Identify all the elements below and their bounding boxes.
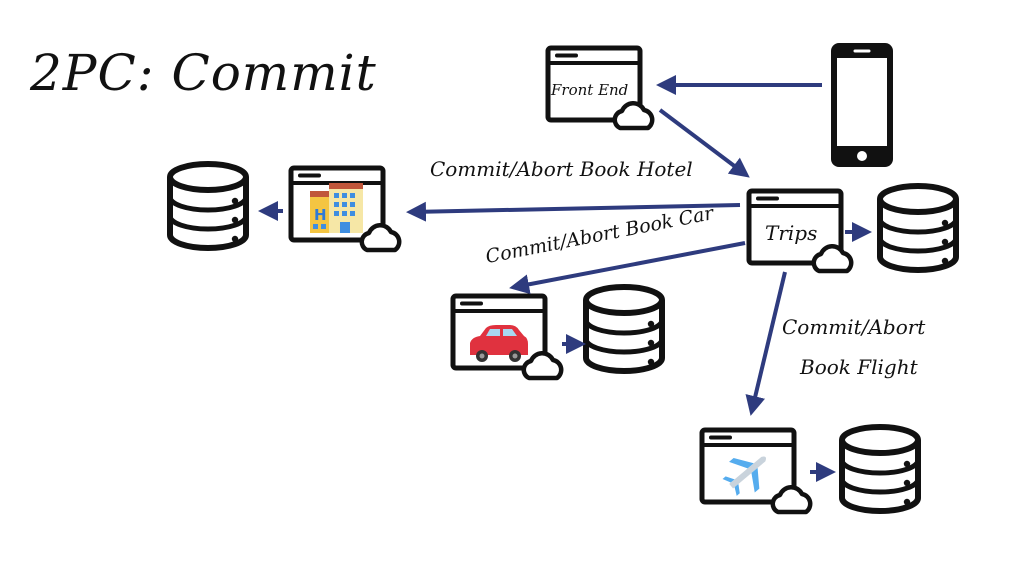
flight-edge-label-line1: Commit/Abort — [782, 315, 926, 339]
flight-database-icon — [842, 427, 918, 511]
trips-to-car-arrow — [509, 241, 746, 295]
trips-label: Trips — [765, 221, 817, 245]
hotel-edge-label: Commit/Abort Book Hotel — [430, 157, 693, 181]
trips-to-flight-arrow — [745, 271, 787, 416]
frontend-to-trips-arrow — [658, 108, 750, 178]
car-database-icon — [586, 287, 662, 371]
flight-edge-label-line2: Book Flight — [800, 355, 918, 379]
svg-text:H: H — [314, 206, 327, 224]
car-icon — [470, 325, 528, 362]
smartphone-icon — [831, 43, 893, 167]
hotel-database-icon — [170, 164, 246, 248]
front-end-label: Front End — [550, 81, 628, 99]
trips-to-hotel-arrow — [406, 201, 741, 222]
trips-database-icon — [880, 186, 956, 270]
airplane-icon — [722, 456, 767, 496]
hotel-icon: H — [310, 183, 363, 233]
slide-title: 2PC: Commit — [30, 44, 377, 102]
